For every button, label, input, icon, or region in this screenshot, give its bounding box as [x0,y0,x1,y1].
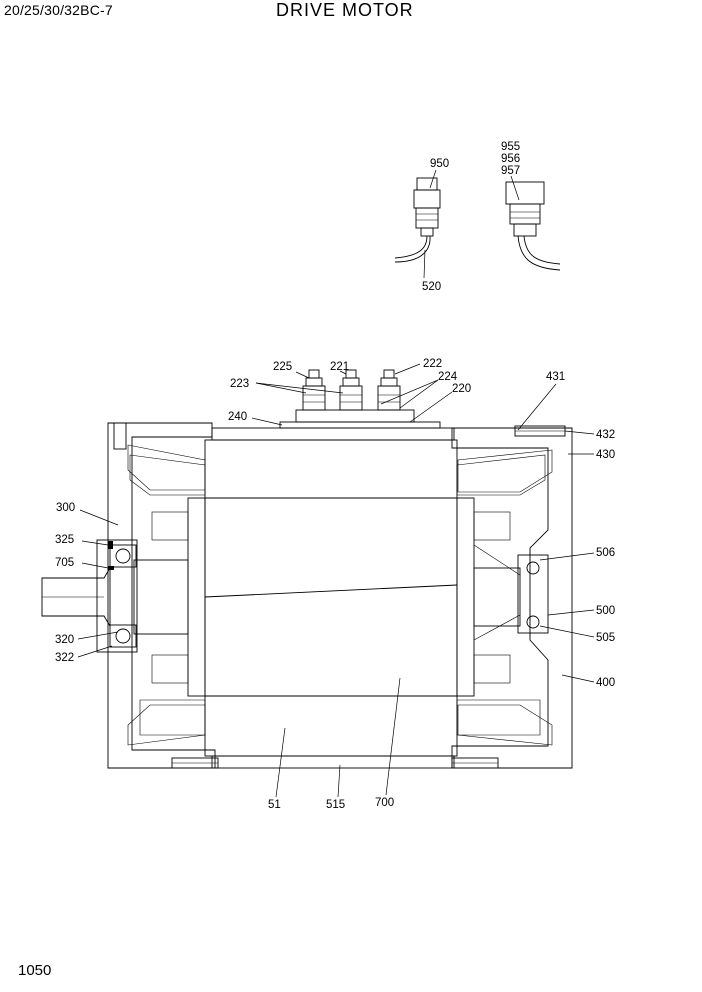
callout-956: 956 [501,153,520,165]
stator-core [129,439,546,757]
callout-325: 325 [55,534,74,546]
leader-lines [77,169,595,798]
callout-240: 240 [228,411,247,423]
callout-955: 955 [501,141,520,153]
callout-506: 506 [596,547,615,559]
callout-223: 223 [230,378,249,390]
motor-housing [107,422,573,769]
callout-400: 400 [596,677,615,689]
callout-320: 320 [55,634,74,646]
callout-705: 705 [55,557,74,569]
callout-500: 500 [596,605,615,617]
callout-520: 520 [422,281,441,293]
page-number: 1050 [18,962,52,979]
callout-430: 430 [596,449,615,461]
terminal-block [279,369,441,429]
callout-505: 505 [596,632,615,644]
rotor [41,497,549,697]
callout-224: 224 [438,371,458,383]
page-title: DRIVE MOTOR [276,0,414,20]
callout-221: 221 [330,361,349,373]
callout-431: 431 [546,371,565,383]
callout-225: 225 [273,361,292,373]
callout-432: 432 [596,429,615,441]
model-code: 20/25/30/32BC-7 [4,2,113,18]
callout-515: 515 [326,799,345,811]
callout-300: 300 [56,502,75,514]
connector-950 [394,177,441,263]
callout-950: 950 [430,158,449,170]
callout-51: 51 [268,799,281,811]
callout-322: 322 [55,652,74,664]
callout-957: 957 [501,165,520,177]
tie-bolt [113,422,566,769]
callout-220: 220 [452,383,471,395]
callout-222: 222 [423,358,442,370]
connector-955 [505,181,561,271]
callout-700: 700 [375,797,394,809]
left-bearing [96,539,138,653]
